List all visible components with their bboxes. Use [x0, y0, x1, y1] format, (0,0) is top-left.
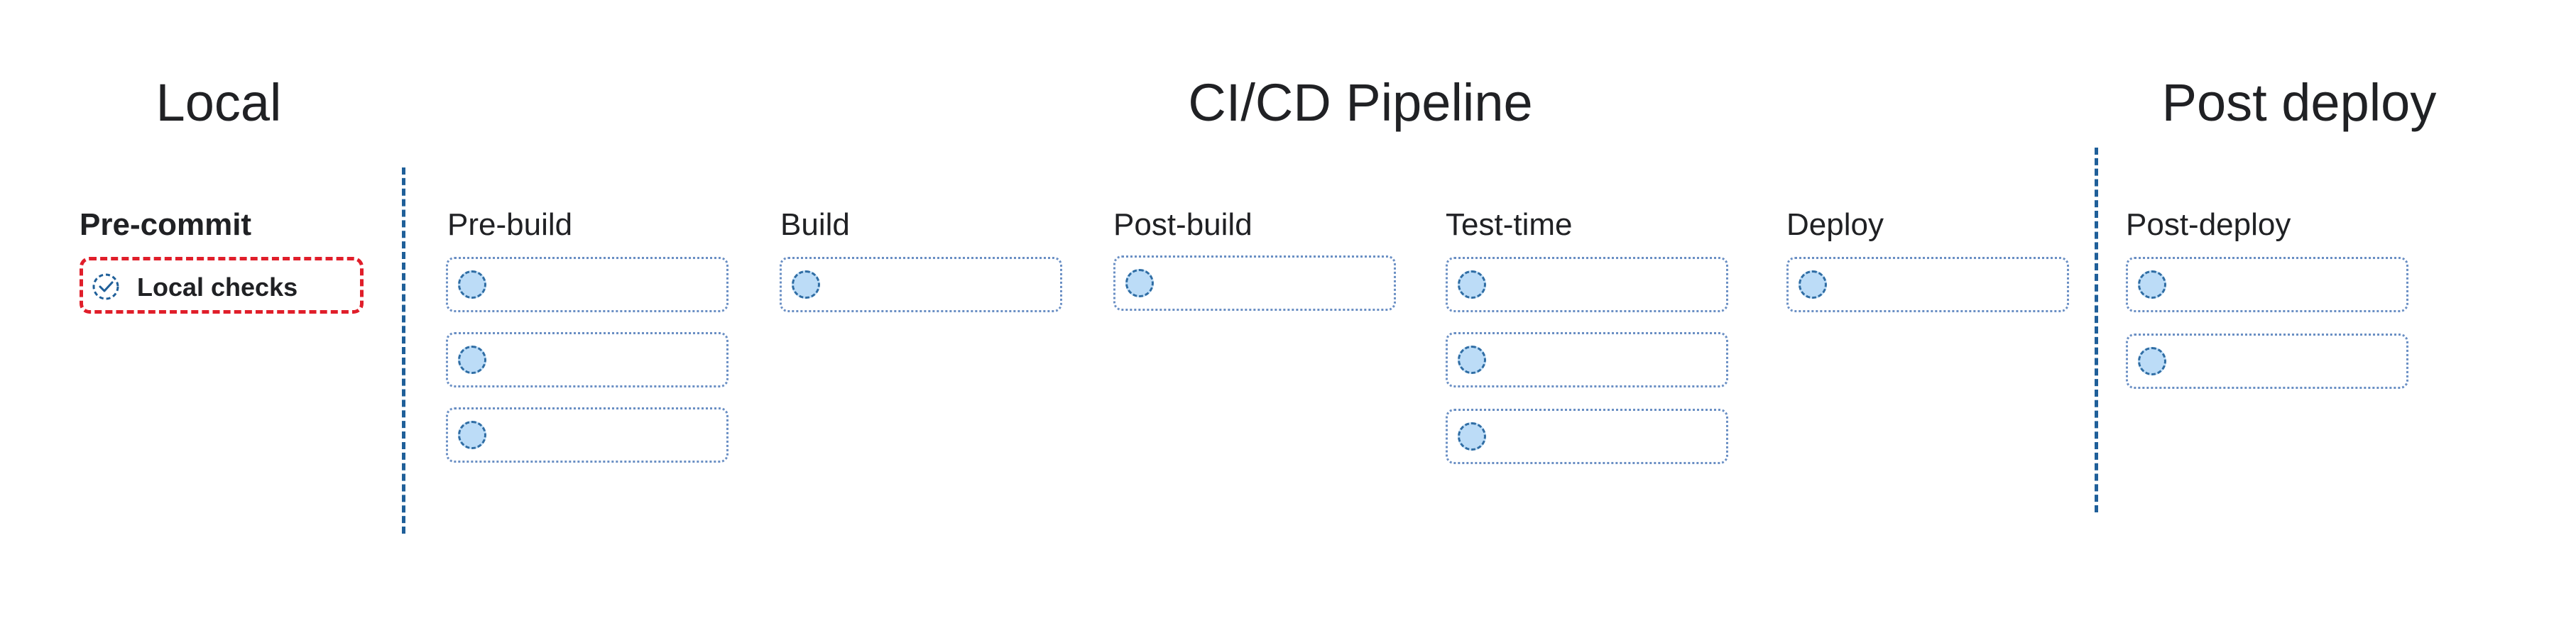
stage-label-deploy: Deploy [1786, 207, 1884, 242]
post-build-card-1[interactable] [1113, 255, 1396, 311]
pre-build-card-2[interactable] [446, 332, 728, 387]
section-title-local: Local [155, 73, 282, 132]
deploy-card-1[interactable] [1786, 257, 2069, 312]
test-time-card-2[interactable] [1446, 332, 1728, 387]
stage-label-build: Build [780, 207, 850, 242]
post-deploy-card-2[interactable] [2126, 334, 2408, 389]
placeholder-circle-icon [1458, 270, 1486, 299]
divider-local-pipeline [402, 167, 405, 534]
divider-pipeline-post-deploy [2095, 148, 2098, 512]
stage-label-pre-commit: Pre-commit [80, 207, 252, 242]
placeholder-circle-icon [458, 421, 486, 449]
test-time-card-1[interactable] [1446, 257, 1728, 312]
placeholder-circle-icon [1799, 270, 1827, 299]
section-title-pipeline: CI/CD Pipeline [1188, 73, 1533, 132]
pre-build-card-1[interactable] [446, 257, 728, 312]
local-checks-label: Local checks [137, 273, 298, 302]
placeholder-circle-icon [792, 270, 820, 299]
placeholder-circle-icon [2138, 270, 2166, 299]
section-title-post-deploy: Post deploy [2161, 73, 2437, 132]
placeholder-circle-icon [458, 346, 486, 374]
stage-label-post-deploy: Post-deploy [2126, 207, 2291, 242]
placeholder-circle-icon [1458, 346, 1486, 374]
test-time-card-3[interactable] [1446, 409, 1728, 464]
post-deploy-card-1[interactable] [2126, 257, 2408, 312]
build-card-1[interactable] [780, 257, 1062, 312]
local-checks-card[interactable]: Local checks [80, 257, 364, 314]
placeholder-circle-icon [2138, 347, 2166, 375]
stage-label-post-build: Post-build [1113, 207, 1252, 242]
placeholder-circle-icon [458, 270, 486, 299]
pre-build-card-3[interactable] [446, 407, 728, 463]
placeholder-circle-icon [1458, 422, 1486, 451]
stage-label-test-time: Test-time [1446, 207, 1573, 242]
placeholder-circle-icon [1125, 269, 1154, 297]
stage-label-pre-build: Pre-build [447, 207, 573, 242]
check-circle-icon [92, 273, 119, 300]
